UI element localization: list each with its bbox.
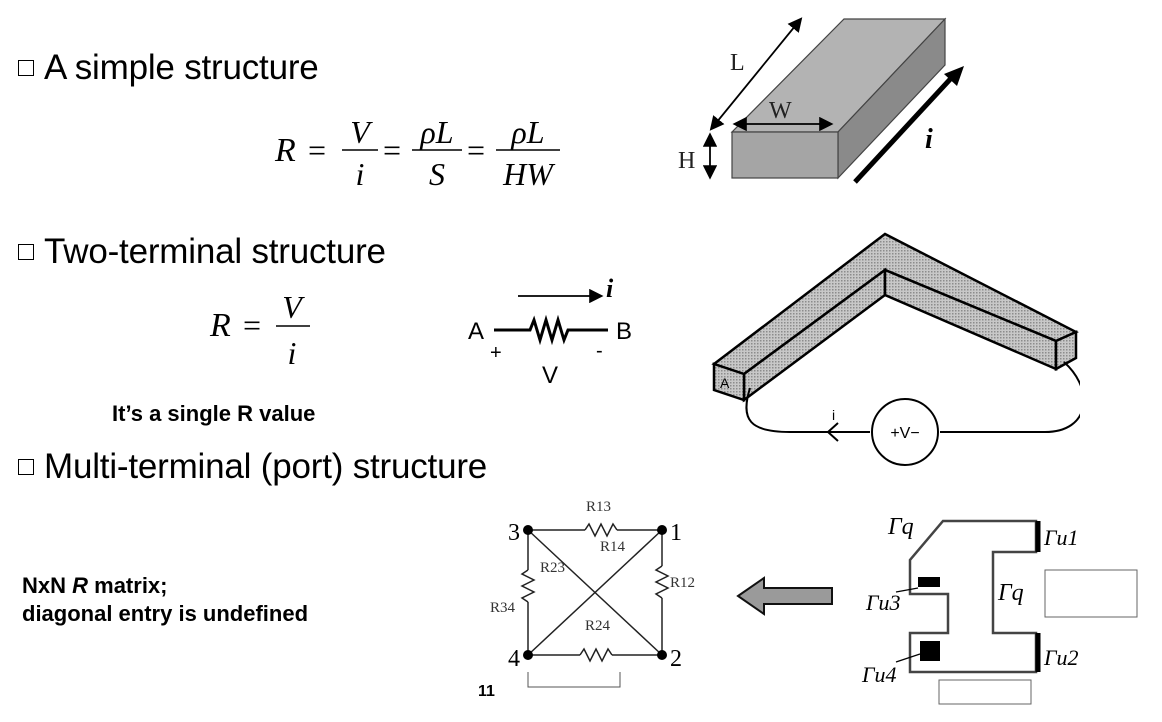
node-label-2: 2 (670, 646, 682, 672)
label-width: W (769, 98, 792, 124)
voltage-label: V (542, 362, 558, 389)
heading-text: A simple structure (44, 48, 319, 87)
eq-lhs: R (274, 132, 296, 169)
voltage-source-label: +V− (890, 425, 919, 442)
node-b-label: B (616, 318, 632, 345)
resistor-r34 (520, 569, 536, 603)
terminal-a-label: A (720, 375, 730, 391)
checkbox-bullet-icon (18, 244, 34, 260)
label-r24: R24 (585, 618, 611, 634)
label-gamma-u4: Γu4 (861, 662, 897, 687)
checkbox-bullet-icon (18, 60, 34, 76)
label-r12: R12 (670, 575, 695, 591)
terminal-a-face (712, 362, 746, 402)
node-3 (523, 525, 533, 535)
matrix-note-line1: NxN R matrix; (22, 572, 308, 600)
matrix-note-line2: diagonal entry is undefined (22, 601, 309, 626)
port-u4 (920, 641, 940, 661)
current-direction-icon (826, 422, 839, 442)
eq-t1-den: i (356, 156, 365, 192)
label-height: H (678, 148, 695, 174)
wire-right (940, 361, 1080, 433)
node-1 (657, 525, 667, 535)
eq-den: i (288, 335, 297, 371)
matrix-note: NxN R matrix; diagonal entry is undefine… (22, 572, 308, 628)
eq-t3-den: HW (502, 156, 556, 192)
heading-multi-terminal: Multi-terminal (port) structure (18, 447, 487, 487)
length-arrow (709, 17, 803, 131)
label-r14: R14 (600, 539, 626, 555)
blank-box-bottom (938, 679, 1032, 705)
note-text: matrix; (88, 573, 168, 598)
single-r-note: It’s a single R value (112, 401, 316, 426)
resistor-network-figure: 1 2 3 4 R13 R14 R23 R12 R34 R24 11 (478, 499, 695, 700)
note-text: NxN (22, 573, 73, 598)
equation-two-terminal: R = V i (209, 290, 310, 371)
node-label-4: 4 (508, 646, 520, 672)
resistor-r13 (584, 522, 618, 538)
l-shaped-conductor-figure: A i +V− (711, 232, 1080, 466)
label-gamma-q-top: Γq (887, 514, 914, 540)
node-a-label: A (468, 318, 484, 345)
heading-simple-structure: A simple structure (18, 48, 319, 88)
heading-text: Two-terminal structure (44, 232, 386, 271)
heading-two-terminal: Two-terminal structure (18, 232, 386, 272)
label-r23: R23 (540, 560, 565, 576)
rectangular-bar-figure: L W H i (678, 17, 964, 184)
bar-front-face (731, 131, 839, 179)
terminal-b-face (1054, 330, 1078, 372)
diagonal-r14 (527, 529, 663, 656)
label-current: i (606, 275, 614, 303)
checkbox-bullet-icon (18, 459, 34, 475)
voltage-source (871, 398, 939, 466)
label-r34: R34 (490, 600, 516, 616)
minus-sign: - (596, 340, 603, 362)
boundary-domain-figure: Γq Γu1 Γu3 Γq Γu2 Γu4 (861, 514, 1138, 705)
eq-lhs: R (209, 307, 231, 344)
label-gamma-u1: Γu1 (1043, 525, 1079, 550)
label-gamma-u2: Γu2 (1043, 645, 1079, 670)
port-u3 (918, 577, 940, 587)
eq-equals: = (383, 132, 401, 168)
domain-outline (908, 519, 1038, 674)
label-gamma-q-mid: Γq (997, 580, 1024, 606)
resistor-r24 (579, 647, 613, 663)
note-italic-r: R (72, 573, 89, 598)
eq-equals: = (243, 307, 261, 343)
label-length: L (730, 50, 745, 76)
node-label-1: 1 (670, 520, 682, 546)
node-4 (523, 650, 533, 660)
eq-t2-den: S (429, 156, 445, 192)
resistor-zigzag (494, 314, 608, 346)
eq-num: V (282, 290, 305, 325)
eq-t2-num: ρL (419, 114, 453, 150)
label-r13: R13 (586, 499, 611, 515)
node-label-3: 3 (508, 520, 520, 546)
equation-simple-resistance: R = V i = ρL S = ρL HW (274, 114, 560, 192)
current-label: i (832, 407, 835, 423)
node-2 (657, 650, 667, 660)
left-arrow-icon (736, 576, 833, 616)
heading-text: Multi-terminal (port) structure (44, 447, 488, 486)
wire-left (745, 387, 870, 433)
eq-equals: = (467, 132, 485, 168)
bracket (527, 672, 621, 688)
eq-equals: = (308, 132, 326, 168)
label-current: i (925, 124, 933, 155)
current-arrow-head (944, 66, 964, 86)
current-arrow-shaft (853, 72, 957, 184)
label-gamma-u3: Γu3 (865, 590, 901, 615)
plus-sign: + (490, 342, 502, 364)
page-number: 11 (478, 683, 495, 700)
resistor-r12 (654, 565, 670, 599)
eq-t1-num: V (350, 114, 373, 150)
blank-box-right (1044, 569, 1138, 618)
resistor-symbol: i A B + - V (468, 275, 632, 389)
eq-t3-num: ρL (510, 114, 544, 150)
